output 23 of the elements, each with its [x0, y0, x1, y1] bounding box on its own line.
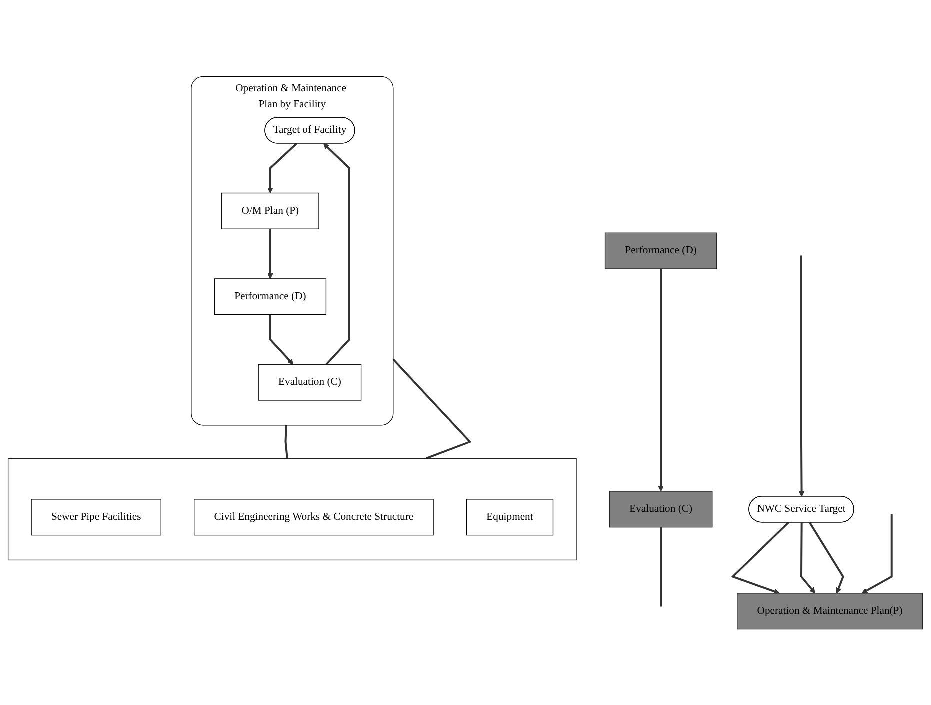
- connector: [392, 358, 472, 460]
- arrow: [862, 514, 893, 594]
- arrow: [324, 143, 350, 365]
- node-box: O/M Plan (P): [222, 192, 320, 229]
- arrow: [798, 255, 805, 497]
- arrow: [269, 314, 294, 364]
- arrow: [800, 522, 816, 594]
- node-box: Operation & Maintenance Plan(P): [737, 592, 924, 630]
- cluster: [8, 458, 577, 560]
- node-box: Performance (D): [604, 232, 718, 269]
- arrow: [268, 228, 274, 279]
- node-box: Evaluation (C): [258, 364, 362, 400]
- arrow: [731, 521, 790, 594]
- node-box: Sewer Pipe Facilities: [31, 498, 162, 536]
- node-box: Civil Engineering Works & Concrete Structure: [194, 498, 434, 536]
- node-box: Performance (D): [214, 278, 327, 315]
- arrow: [658, 268, 664, 492]
- node-box: Equipment: [466, 498, 554, 536]
- connector: [284, 424, 288, 458]
- arrow: [268, 142, 298, 194]
- node-box: Evaluation (C): [609, 490, 713, 528]
- connector: [660, 526, 662, 606]
- arrow: [809, 522, 844, 594]
